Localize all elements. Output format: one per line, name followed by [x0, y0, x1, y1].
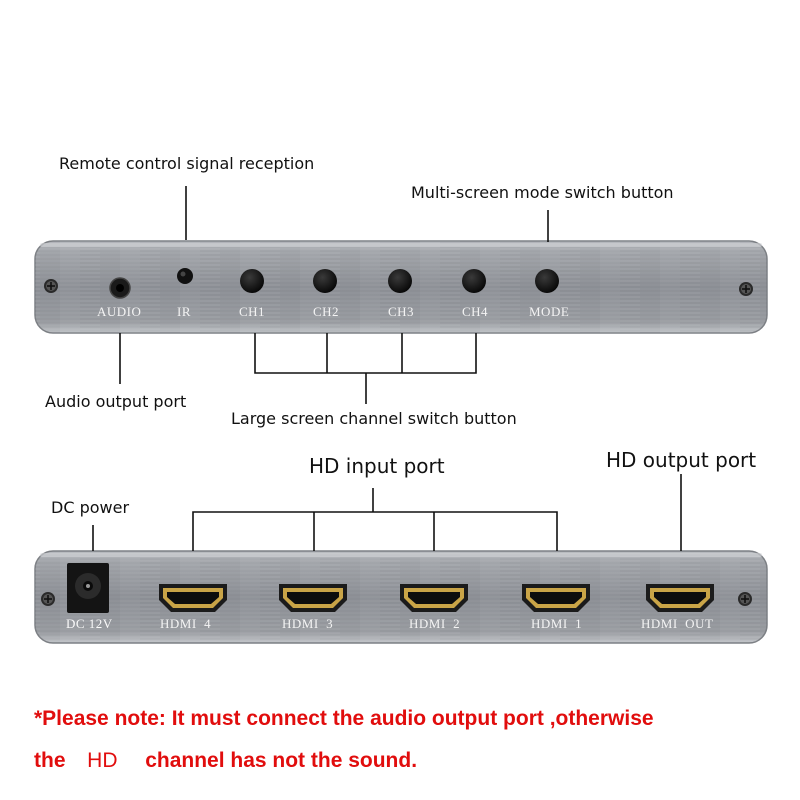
note-line-2: the HD channel has not the sound. — [34, 749, 417, 773]
ch4-button[interactable] — [462, 269, 486, 293]
screw-icon — [44, 279, 58, 293]
audio-callout: Audio output port — [45, 392, 186, 411]
hdmi3-label: HDMI 3 — [282, 616, 333, 632]
hdmi-port-icon — [159, 584, 227, 612]
hdmi-port-icon — [400, 584, 468, 612]
audio-label: AUDIO — [97, 304, 141, 320]
hdmi-port-icon — [279, 584, 347, 612]
note-rest: channel has not the sound. — [145, 749, 417, 772]
screw-icon — [739, 282, 753, 296]
note-hd: HD — [77, 749, 127, 773]
hdmi2-label: HDMI 2 — [409, 616, 460, 632]
output-callout: HD output port — [606, 448, 756, 472]
mode-button[interactable] — [535, 269, 559, 293]
ir-sensor-icon — [177, 268, 193, 284]
ch3-label: CH3 — [388, 304, 414, 320]
screw-icon — [41, 592, 55, 606]
ch1-label: CH1 — [239, 304, 265, 320]
ch3-button[interactable] — [388, 269, 412, 293]
ch1-button[interactable] — [240, 269, 264, 293]
mode-label: MODE — [529, 304, 569, 320]
screw-icon — [738, 592, 752, 606]
ch2-label: CH2 — [313, 304, 339, 320]
mode-callout: Multi-screen mode switch button — [411, 183, 674, 202]
bottom-leader-lines — [93, 474, 681, 551]
hdmi-port-icon — [522, 584, 590, 612]
hdmi-out-label: HDMI OUT — [641, 616, 713, 632]
note-line-1: *Please note: It must connect the audio … — [34, 707, 654, 731]
audio-jack-icon — [110, 278, 130, 298]
hdmi-port-icon — [646, 584, 714, 612]
ch4-label: CH4 — [462, 304, 488, 320]
ch2-button[interactable] — [313, 269, 337, 293]
dc-jack-icon — [67, 563, 109, 613]
dc-callout: DC power — [51, 498, 129, 517]
channel-callout: Large screen channel switch button — [231, 409, 517, 428]
dc-label: DC 12V — [66, 616, 113, 632]
remote-callout: Remote control signal reception — [59, 154, 314, 173]
ir-label: IR — [177, 304, 191, 320]
hdmi4-label: HDMI 4 — [160, 616, 211, 632]
hdmi1-label: HDMI 1 — [531, 616, 582, 632]
note-the: the — [34, 749, 66, 772]
input-callout: HD input port — [309, 454, 445, 478]
